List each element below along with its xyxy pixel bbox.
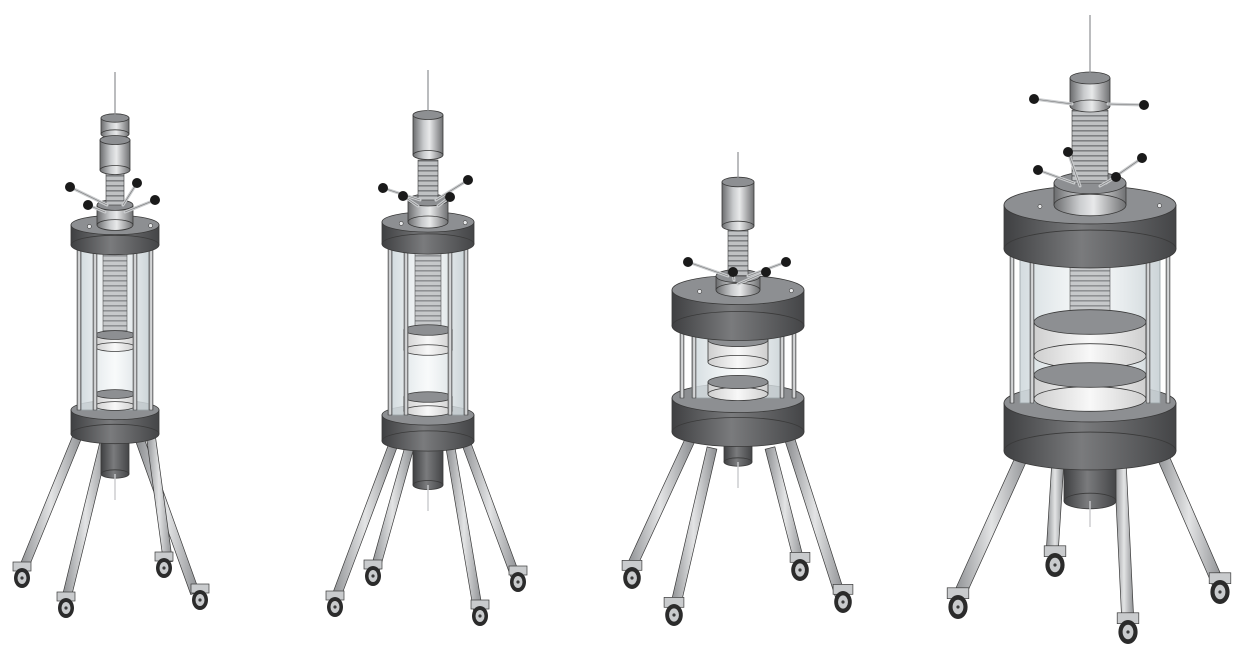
- knob-icon: [728, 267, 738, 277]
- load-block: [721, 176, 755, 232]
- caster-wheel-icon: [56, 591, 76, 618]
- knob-icon: [781, 257, 791, 267]
- bottom-platen: [403, 391, 453, 417]
- knob-icon: [1033, 165, 1043, 175]
- knob-icon: [1029, 94, 1039, 104]
- caster-wheel-icon: [154, 551, 174, 578]
- caster-wheel-icon: [789, 552, 811, 581]
- caster-wheel-icon: [1116, 612, 1140, 644]
- load-block: [1069, 71, 1111, 113]
- caster-wheel-icon: [190, 583, 210, 610]
- knob-icon: [378, 183, 388, 193]
- tie-rod: [1029, 248, 1035, 404]
- top-cap: [1003, 185, 1177, 269]
- knob-icon: [398, 191, 408, 201]
- knob-icon: [1139, 100, 1149, 110]
- caster-wheel-icon: [470, 599, 490, 626]
- bottom-platen: [1033, 362, 1147, 412]
- threaded-screw: [1071, 109, 1109, 184]
- knob-icon: [132, 178, 142, 188]
- knob-icon: [445, 192, 455, 202]
- base-plate: [381, 404, 475, 452]
- top-platen: [94, 330, 136, 352]
- knob-icon: [83, 200, 93, 210]
- knob-icon: [1137, 153, 1147, 163]
- threaded-screw: [105, 169, 125, 206]
- caster-wheel-icon: [363, 559, 383, 586]
- knob-icon: [761, 267, 771, 277]
- caster-wheel-icon: [325, 590, 345, 617]
- tie-rod: [1165, 248, 1171, 404]
- load-block: [412, 110, 444, 160]
- top-platen: [1033, 309, 1147, 369]
- triaxial-cell-3: [621, 152, 854, 626]
- caster-wheel-icon: [508, 565, 528, 592]
- caster-wheel-icon: [663, 597, 685, 626]
- caster-wheel-icon: [12, 561, 32, 588]
- tie-rod: [1145, 248, 1151, 404]
- knob-icon: [65, 182, 75, 192]
- caster-wheel-icon: [621, 560, 643, 589]
- triaxial-cell-1: [12, 72, 210, 618]
- loading-ram: [102, 244, 128, 336]
- knob-icon: [463, 175, 473, 185]
- knob-icon: [1063, 147, 1073, 157]
- leg: [1045, 459, 1065, 556]
- top-platen: [403, 324, 453, 356]
- knob-icon: [1111, 172, 1121, 182]
- tie-rod: [132, 244, 138, 411]
- tie-rod: [387, 243, 393, 416]
- tie-rod: [463, 243, 469, 416]
- leg: [370, 443, 415, 572]
- bottom-platen: [707, 374, 769, 401]
- tie-rod: [403, 243, 409, 416]
- knob-icon: [683, 257, 693, 267]
- tie-rod: [679, 325, 685, 399]
- leg: [952, 447, 1031, 601]
- tie-rod: [76, 244, 82, 411]
- leg: [145, 428, 173, 564]
- caster-wheel-icon: [946, 587, 970, 619]
- knob-icon: [150, 195, 160, 205]
- caster-wheel-icon: [1043, 545, 1067, 577]
- tie-rod: [1009, 248, 1015, 404]
- leg: [1154, 447, 1224, 586]
- bottom-platen: [94, 389, 136, 411]
- triaxial-cell-4: [946, 15, 1232, 644]
- loading-ram: [414, 243, 442, 331]
- threaded-screw: [417, 159, 439, 201]
- leg: [1113, 459, 1135, 626]
- tie-rod: [92, 244, 98, 411]
- tie-rod: [447, 243, 453, 416]
- load-block: [99, 135, 131, 175]
- triaxial-cell-2: [325, 70, 528, 626]
- caster-wheel-icon: [1208, 572, 1232, 604]
- caster-wheel-icon: [832, 584, 854, 613]
- tie-rod: [791, 325, 797, 399]
- tie-rod: [148, 244, 154, 411]
